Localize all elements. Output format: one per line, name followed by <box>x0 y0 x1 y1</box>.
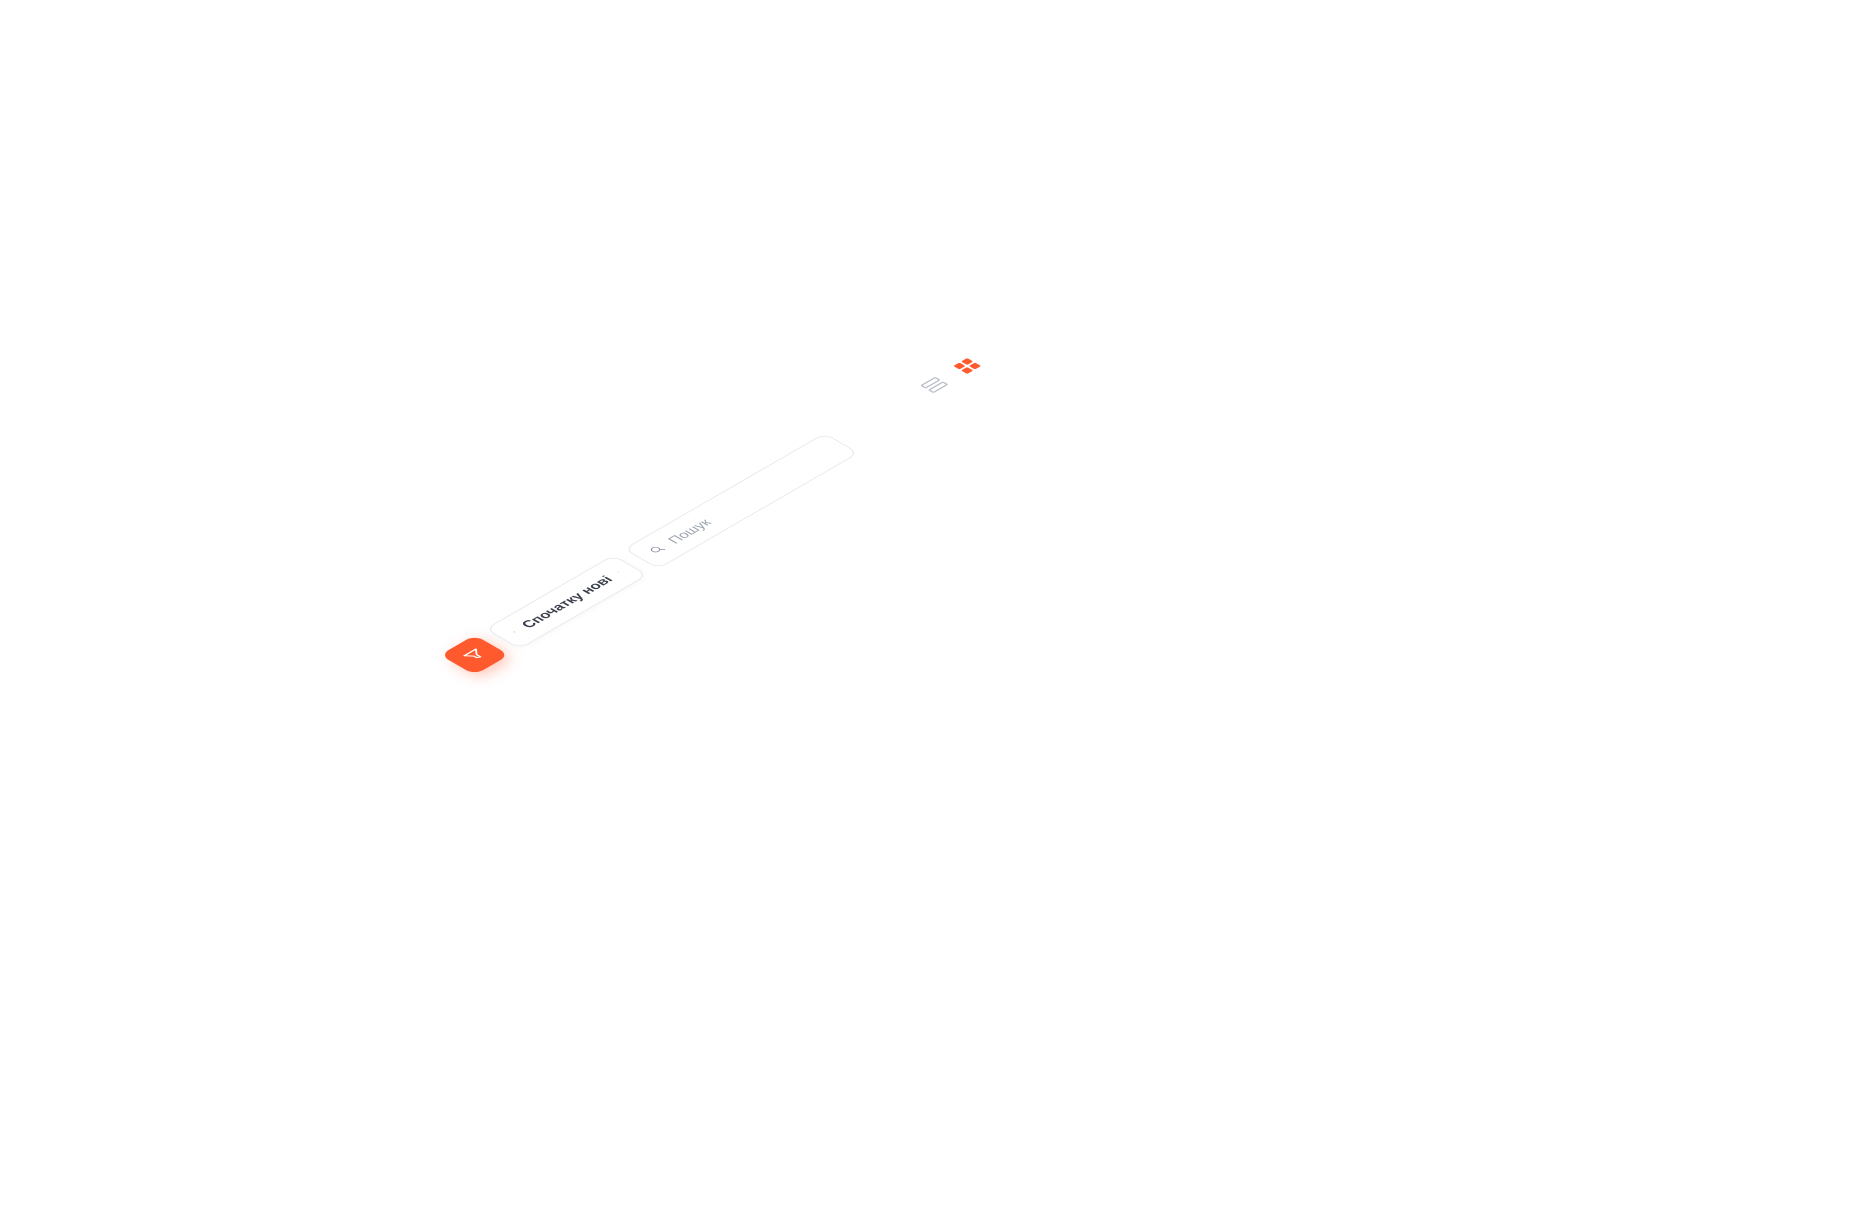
list-view-icon <box>920 377 948 393</box>
grid-view-icon <box>954 358 981 374</box>
search-icon <box>650 546 666 553</box>
grid-view-button[interactable] <box>943 352 991 380</box>
view-toggle <box>910 352 991 399</box>
filter-funnel-icon <box>463 648 482 659</box>
sort-lines-icon <box>513 631 516 633</box>
sort-dropdown[interactable]: Спочатку нові <box>485 555 648 649</box>
chevron-down-icon <box>617 571 619 573</box>
sort-selected-label: Спочатку нові <box>517 573 616 631</box>
search-field[interactable] <box>623 433 860 569</box>
list-view-button[interactable] <box>910 371 958 399</box>
search-input[interactable] <box>661 445 839 548</box>
filter-button[interactable] <box>440 635 510 675</box>
